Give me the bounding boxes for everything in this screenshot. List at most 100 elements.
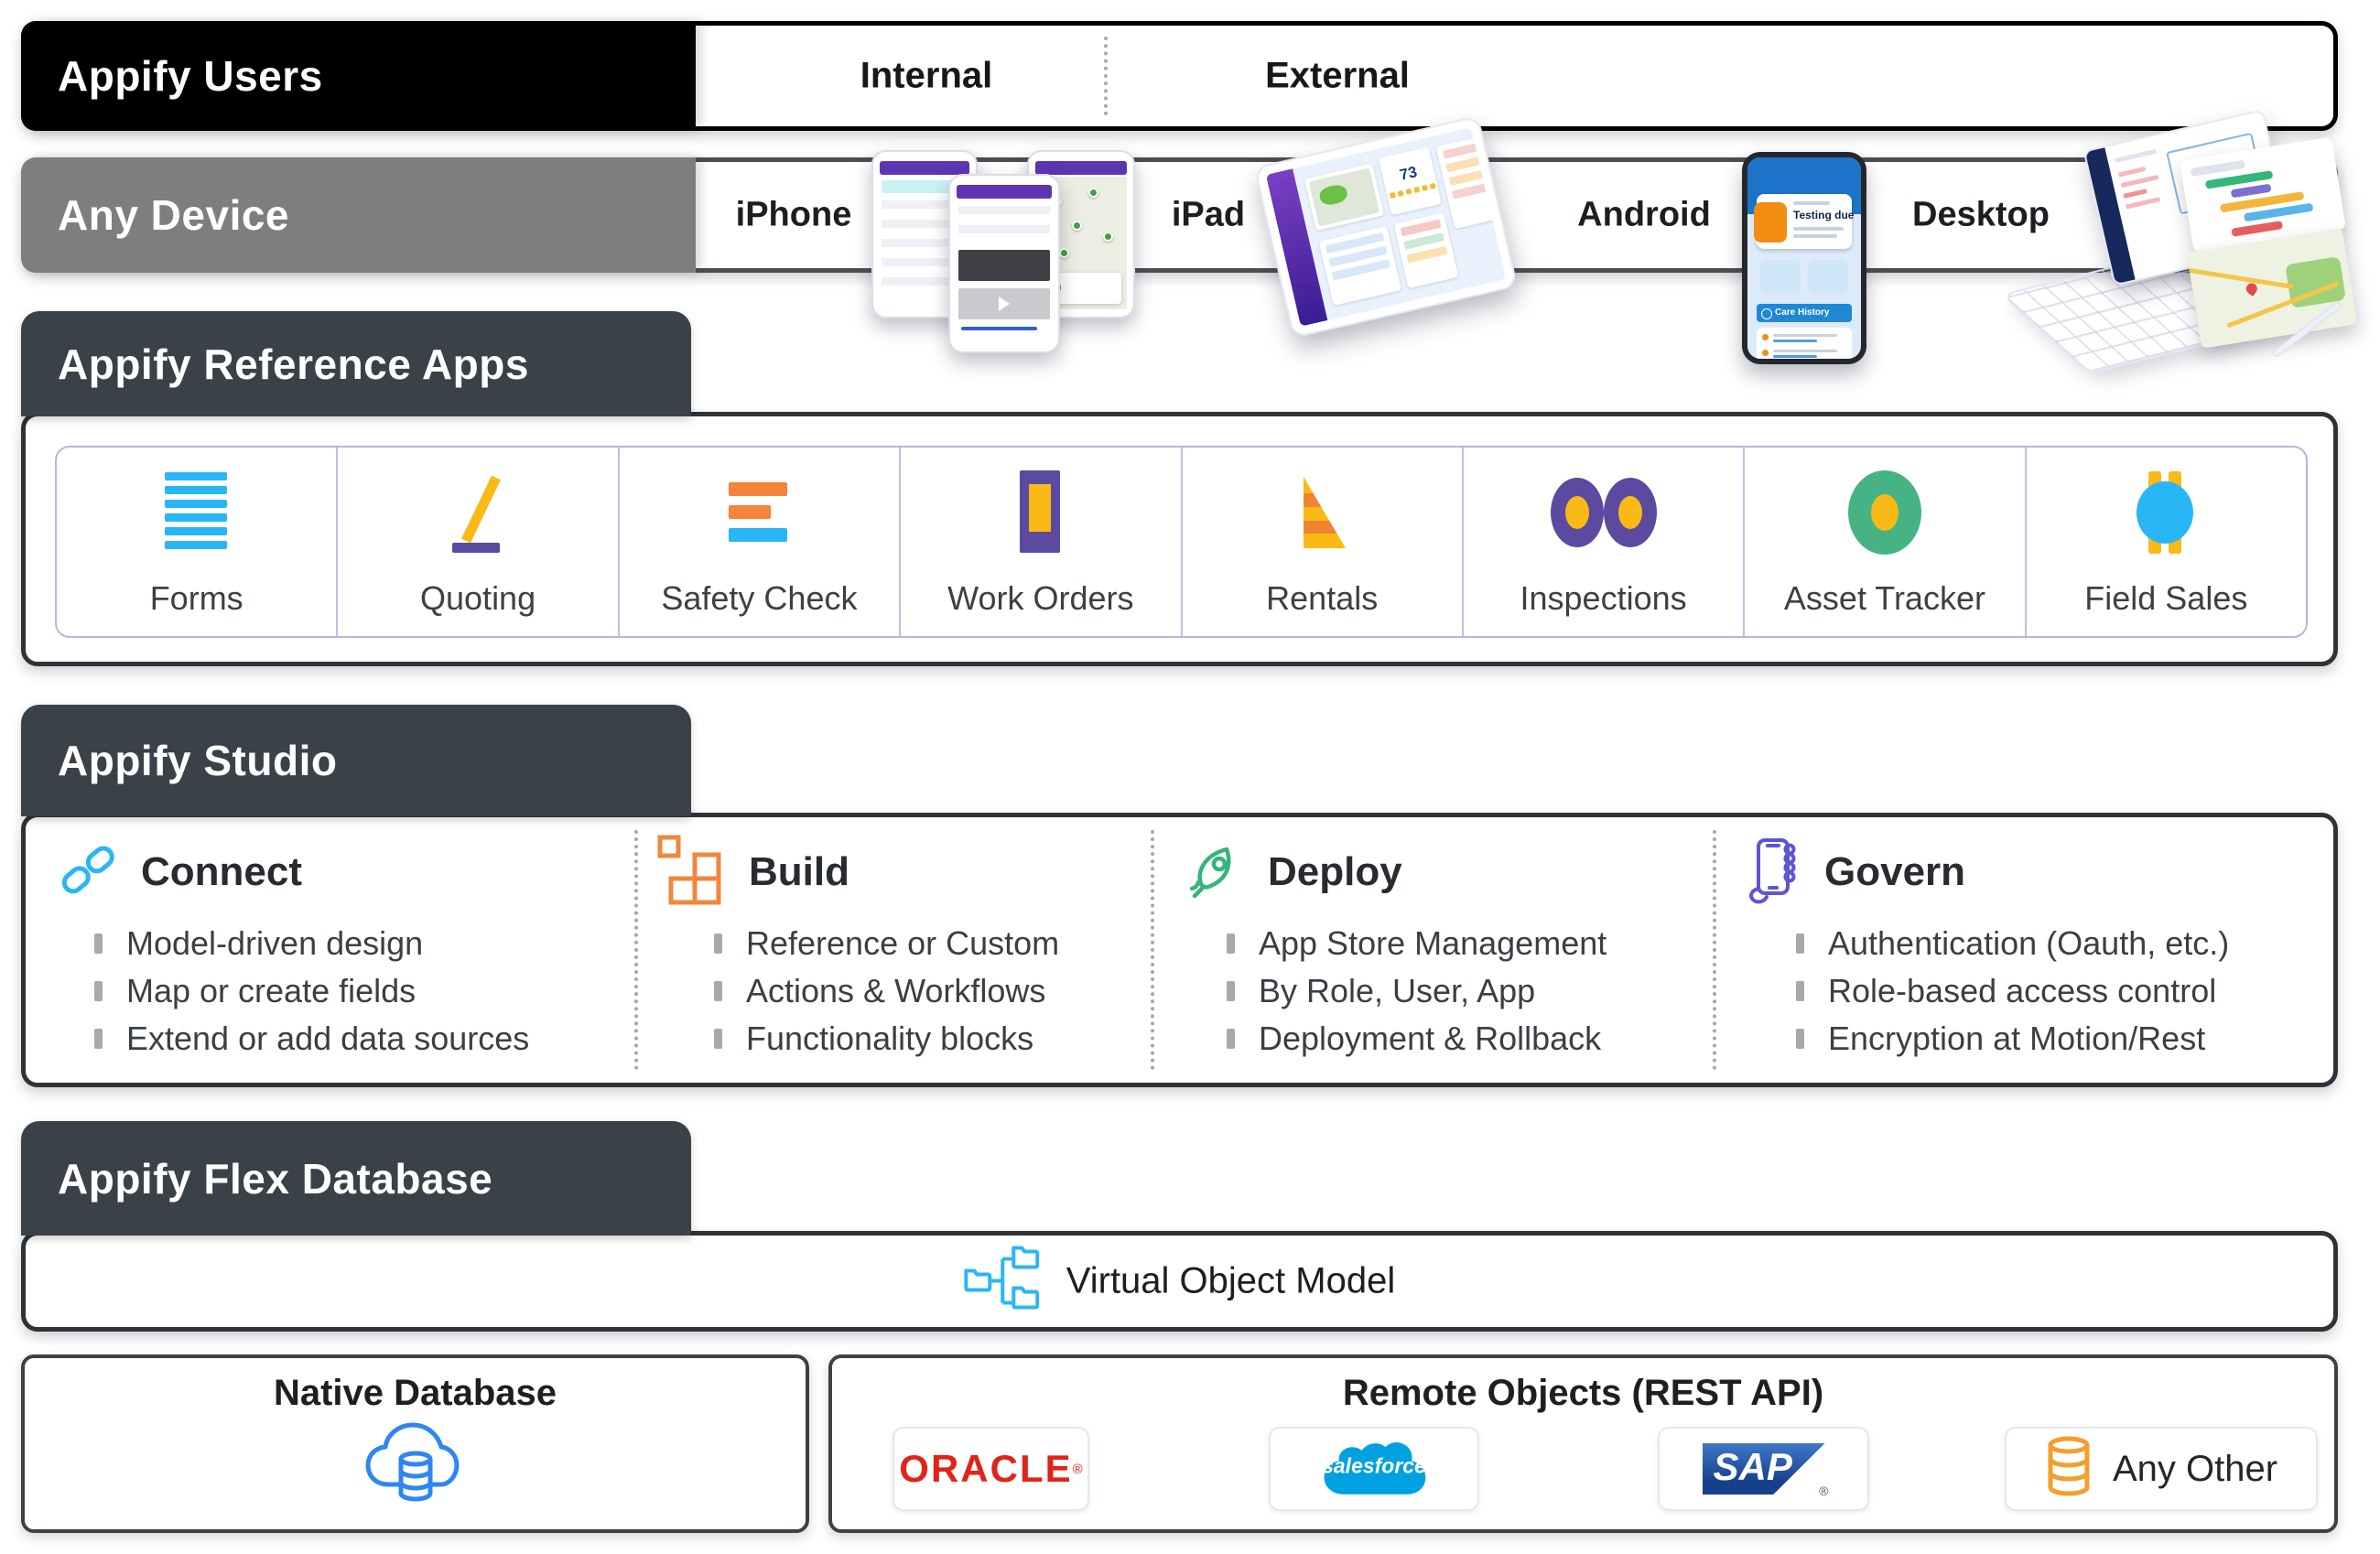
salesforce-logo-card: salesforce: [1269, 1427, 1479, 1511]
rentals-icon: [1296, 466, 1347, 559]
forms-icon: [164, 466, 229, 559]
app-cell-field-sales: Field Sales: [2024, 448, 2306, 636]
studio-connect-items: Model-driven design Map or create fields…: [94, 920, 529, 1063]
users-internal-label: Internal: [860, 55, 993, 96]
bullet-icon: [714, 981, 722, 1001]
bullet-icon: [1227, 1029, 1235, 1049]
oracle-logo: ORACLE: [899, 1447, 1073, 1490]
bullet-icon: [1796, 981, 1804, 1001]
studio-divider: [634, 830, 638, 1070]
rocket-icon: [1185, 841, 1244, 904]
field-sales-icon: [2136, 466, 2196, 559]
reference-apps-tab: Appify Reference Apps: [21, 311, 691, 416]
app-cell-forms: Forms: [57, 448, 336, 636]
android-card-title: Testing due: [1793, 209, 1855, 221]
studio-title: Appify Studio: [58, 737, 338, 784]
any-device-label-box: Any Device: [21, 157, 696, 273]
studio-build-items: Reference or Custom Actions & Workflows …: [714, 920, 1059, 1063]
reference-apps-grid: Forms Quoting Safety Check: [55, 446, 2308, 638]
bullet-icon: [1796, 933, 1804, 954]
bullet-icon: [94, 933, 103, 954]
reference-apps-title: Appify Reference Apps: [58, 340, 529, 388]
remote-objects-title: Remote Objects (REST API): [1342, 1373, 1824, 1413]
sap-logo-card: SAP ®: [1658, 1427, 1869, 1511]
virtual-object-model: Virtual Object Model: [963, 1246, 1396, 1317]
quoting-icon: [445, 466, 511, 559]
app-label: Safety Check: [661, 579, 858, 617]
bullet-icon: [1227, 933, 1235, 954]
app-cell-rentals: Rentals: [1180, 448, 1462, 636]
remote-objects-box: Remote Objects (REST API) ORACLE® salesf…: [828, 1354, 2338, 1533]
bullet-icon: [714, 933, 722, 954]
reference-apps-body: Forms Quoting Safety Check: [21, 412, 2338, 666]
any-other-card: Any Other: [2005, 1427, 2318, 1511]
salesforce-logo: salesforce: [1322, 1453, 1426, 1478]
app-label: Inspections: [1520, 579, 1687, 617]
link-icon: [60, 842, 117, 903]
flex-database-tab: Appify Flex Database: [21, 1121, 691, 1236]
studio-body: Connect Model-driven design Map or creat…: [21, 813, 2338, 1087]
appify-users-label-box: Appify Users: [21, 21, 696, 131]
studio-connect-header: Connect: [60, 837, 302, 907]
users-row: Appify Users Internal External: [21, 21, 2338, 131]
desktop-mockup-image: [2000, 109, 2360, 379]
studio-divider: [1713, 830, 1716, 1070]
iphone-center-screen: [948, 174, 1060, 353]
device-label-ipad: iPad: [1171, 195, 1246, 234]
users-external-label: External: [1265, 55, 1410, 96]
bullet-icon: [1796, 1029, 1804, 1049]
work-orders-icon: [1019, 466, 1062, 559]
hand-phone-icon: [1744, 836, 1801, 910]
cloud-database-icon: [361, 1415, 471, 1515]
bullet-icon: [94, 981, 103, 1001]
virtual-object-model-label: Virtual Object Model: [1066, 1260, 1396, 1301]
native-database-title: Native Database: [273, 1373, 557, 1413]
ipad-mockup-image: 73: [1253, 115, 1519, 339]
oracle-logo-card: ORACLE®: [892, 1427, 1089, 1511]
internal-external-divider: [1104, 37, 1108, 115]
device-label-android: Android: [1577, 195, 1711, 234]
app-label: Rentals: [1266, 579, 1379, 617]
bullet-icon: [94, 1029, 103, 1049]
app-cell-asset-tracker: Asset Tracker: [1743, 448, 2024, 636]
flex-database-title: Appify Flex Database: [58, 1154, 493, 1203]
device-label-iphone: iPhone: [735, 195, 852, 234]
any-device-label: Any Device: [58, 191, 290, 239]
sap-logo: SAP: [1702, 1443, 1825, 1495]
iphone-mockup-image: [871, 134, 1155, 353]
inspections-icon: [1550, 466, 1658, 559]
app-cell-inspections: Inspections: [1461, 448, 1743, 636]
studio-deploy-items: App Store Management By Role, User, App …: [1227, 920, 1606, 1063]
any-device-row: Any Device iPhone iPad Android Desktop: [21, 157, 2338, 273]
bullet-icon: [714, 1029, 722, 1049]
studio-build-header: Build: [657, 835, 849, 907]
studio-tab: Appify Studio: [21, 705, 691, 816]
bullet-icon: [1227, 981, 1235, 1001]
app-label: Quoting: [420, 579, 536, 617]
studio-deploy-header: Deploy: [1185, 837, 1402, 907]
device-label-desktop: Desktop: [1912, 195, 2050, 234]
studio-govern-items: Authentication (Oauth, etc.) Role-based …: [1796, 920, 2229, 1063]
android-mockup-image: Testing due Care History: [1742, 152, 1870, 368]
app-cell-safety-check: Safety Check: [617, 448, 899, 636]
flex-database-body: Virtual Object Model: [21, 1231, 2338, 1332]
safety-check-icon: [729, 466, 789, 559]
app-label: Forms: [149, 579, 243, 617]
calendar-icon: [1754, 202, 1787, 243]
app-label: Work Orders: [947, 579, 1134, 617]
app-label: Asset Tracker: [1783, 579, 1985, 617]
any-other-label: Any Other: [2112, 1448, 2278, 1489]
native-database-box: Native Database: [21, 1354, 809, 1533]
app-cell-quoting: Quoting: [336, 448, 617, 636]
android-banner: Care History: [1757, 304, 1852, 322]
studio-divider: [1151, 830, 1154, 1070]
asset-tracker-icon: [1846, 466, 1923, 559]
database-icon: [2045, 1436, 2093, 1503]
object-model-icon: [963, 1246, 1039, 1317]
blocks-icon: [657, 834, 725, 912]
salesforce-cloud-icon: [1324, 1441, 1426, 1495]
app-label: Field Sales: [2084, 579, 2248, 617]
studio-govern-header: Govern: [1744, 837, 1965, 907]
appify-users-label: Appify Users: [58, 52, 323, 100]
